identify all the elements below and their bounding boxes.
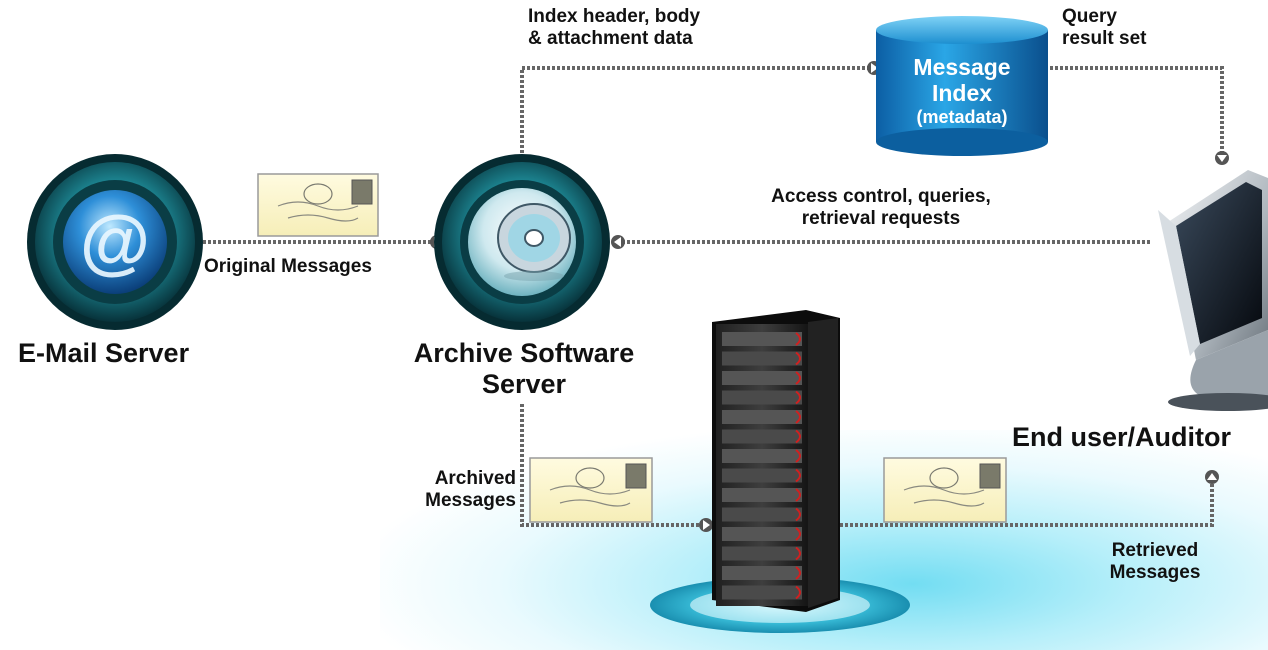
end-user-label: End user/Auditor (1012, 422, 1232, 452)
rack-slot (722, 488, 802, 502)
envelope-original (257, 173, 379, 237)
connector-index-data (520, 66, 868, 158)
rack-slot (722, 527, 802, 541)
archive-server-label-line-2: Server (481, 369, 567, 400)
archived-messages-label-line-1: Archived (434, 468, 516, 489)
rack-slot-led (795, 585, 801, 600)
email-server-icon: @ (27, 154, 203, 330)
rack-slot (722, 410, 802, 424)
message-index-cylinder (876, 16, 1048, 156)
arrow-access (611, 235, 625, 249)
rack-slot (722, 449, 802, 463)
rack-slot-led (795, 371, 801, 385)
retrieved-messages-label-line-2: Messages (1109, 561, 1201, 583)
connector-archived (520, 404, 700, 527)
arrow-archived (699, 518, 713, 532)
connector-retrieved (840, 482, 1214, 527)
archive-server-icon (434, 154, 610, 330)
query-result-label-line-2: result set (1062, 27, 1147, 49)
rack-slot-led (795, 429, 801, 444)
archived-messages-label: Archived Messages (380, 468, 516, 512)
rack-slot (722, 468, 802, 483)
rack-slot (722, 371, 802, 385)
message-index-label-line-3: (metadata) (916, 106, 1008, 127)
message-index-label-line-2: Index (931, 80, 993, 107)
rack-slot-led (795, 410, 801, 424)
rack-slot-led (795, 507, 801, 522)
rack-slot-led (795, 527, 801, 541)
email-server-label: E-Mail Server (18, 338, 190, 368)
arrow-query-result (1215, 151, 1229, 165)
rack-slot-led (795, 449, 801, 463)
index-data-label-line-2: & attachment data (528, 27, 693, 49)
access-label: Access control, queries, retrieval reque… (716, 186, 1046, 230)
rack-slot (722, 332, 802, 346)
rack-slot (722, 585, 802, 600)
rack-slot-led (795, 351, 801, 366)
svg-text:@: @ (80, 202, 150, 282)
end-user-monitor-icon (1158, 170, 1268, 411)
rack-slot-led (795, 468, 801, 483)
index-data-label: Index header, body & attachment data (528, 6, 700, 50)
connectors (203, 66, 1224, 527)
rack-slot (722, 351, 802, 366)
original-messages-label: Original Messages (204, 256, 372, 277)
rack-slot-led (795, 390, 801, 405)
rack-slot-led (795, 332, 801, 346)
message-index-label-line-1: Message (913, 54, 1011, 80)
archive-server-label-line-1: Archive Software (413, 338, 635, 368)
rack-slots (722, 332, 802, 600)
rack-slot (722, 546, 802, 561)
rack-slot (722, 390, 802, 405)
archive-server-label: Archive Software Server (388, 338, 660, 400)
archived-messages-label-line-2: Messages (425, 489, 516, 511)
query-result-label: Query result set (1062, 6, 1146, 50)
query-result-label-line-1: Query (1062, 6, 1117, 27)
rack-slot-led (795, 566, 801, 580)
rack-slot (722, 507, 802, 522)
connector-query-result (1050, 66, 1224, 152)
envelope-archived (529, 457, 653, 523)
storage-rack-icon (712, 310, 840, 612)
access-label-line-1: Access control, queries, (771, 186, 991, 207)
arrow-retrieved (1205, 470, 1219, 484)
rack-slot-led (795, 546, 801, 561)
rack-slot-led (795, 488, 801, 502)
rack-slot (722, 429, 802, 444)
message-index-label: Message Index (metadata) (880, 54, 1044, 128)
rack-slot (722, 566, 802, 580)
envelope-retrieved (883, 457, 1007, 523)
retrieved-messages-label: Retrieved Messages (1080, 540, 1230, 584)
index-data-label-line-1: Index header, body (528, 6, 701, 27)
retrieved-messages-label-line-1: Retrieved (1111, 540, 1199, 561)
access-label-line-2: retrieval requests (801, 207, 961, 229)
arrowheads (430, 61, 1229, 532)
